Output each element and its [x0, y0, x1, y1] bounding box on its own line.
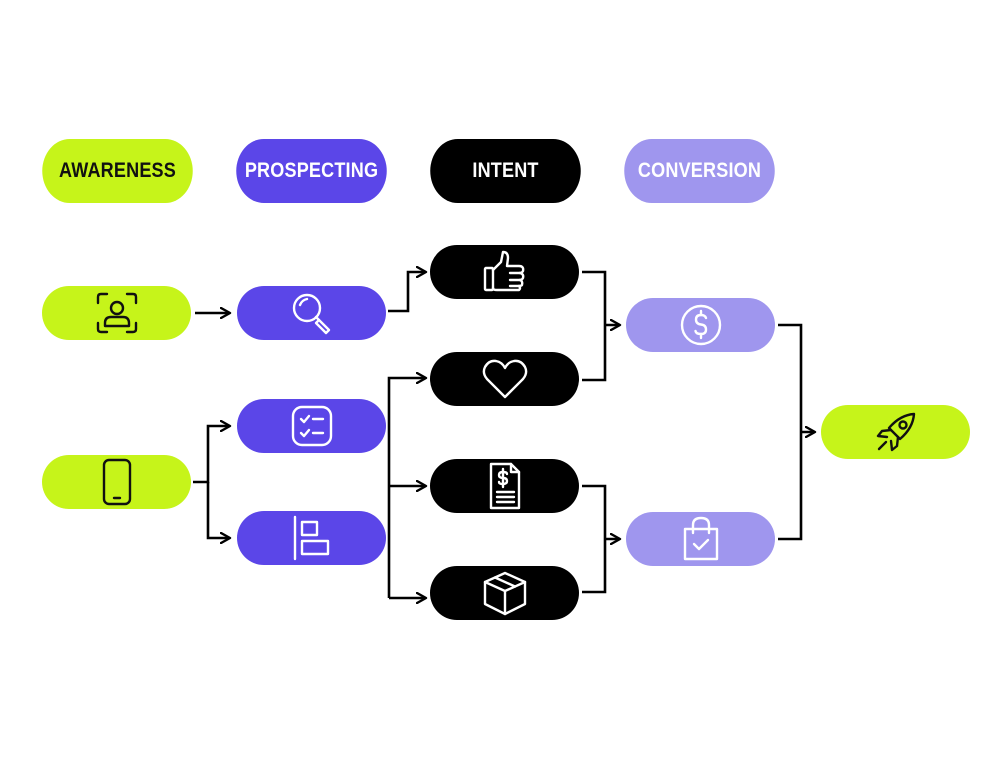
- rocket-icon: [876, 412, 915, 452]
- connector-search-to-like: [388, 272, 426, 313]
- node-conversion-cart: [626, 512, 775, 566]
- node-awareness-mobile: [42, 455, 191, 509]
- stage-label-conversion: CONVERSION: [637, 159, 762, 182]
- connector-invoice-package-to-cart: [582, 484, 620, 594]
- node-conversion-payment: [626, 298, 775, 352]
- node-prospecting-checklist: [237, 399, 386, 453]
- heart-icon: [482, 359, 527, 399]
- stage-pill-prospecting: PROSPECTING: [236, 139, 387, 203]
- stage-label-intent: INTENT: [472, 159, 539, 182]
- node-intent-favorite: [430, 352, 579, 406]
- node-outcome-launch: [821, 405, 970, 459]
- shopping-bag-check-icon: [683, 516, 718, 561]
- invoice-icon: [489, 462, 520, 510]
- stage-pill-conversion: CONVERSION: [624, 139, 775, 203]
- align-left-icon: [293, 515, 329, 561]
- thumbs-up-icon: [483, 250, 524, 292]
- smartphone-icon: [102, 458, 131, 506]
- node-intent-invoice: [430, 459, 579, 513]
- stage-label-awareness: AWARENESS: [59, 159, 176, 182]
- checklist-icon: [291, 405, 332, 447]
- connector-like-favorite-to-payment: [582, 270, 620, 382]
- magnifier-icon: [292, 293, 330, 335]
- connector-mobile-to-checklist: [193, 426, 230, 484]
- connector-conversion-to-launch: [778, 323, 815, 541]
- stage-pill-intent: INTENT: [430, 139, 581, 203]
- connector-trunk-to-favorite: [387, 378, 426, 598]
- node-prospecting-align: [237, 511, 386, 565]
- node-prospecting-search: [237, 286, 386, 340]
- node-awareness-profile: [42, 286, 191, 340]
- user-scan-icon: [96, 292, 137, 334]
- connector-mobile-to-align: [206, 482, 230, 538]
- stage-pill-awareness: AWARENESS: [42, 139, 193, 203]
- node-intent-like: [430, 245, 579, 299]
- dollar-coin-icon: [680, 304, 721, 346]
- node-intent-package: [430, 566, 579, 620]
- package-icon: [483, 571, 526, 616]
- stage-label-prospecting: PROSPECTING: [244, 159, 379, 182]
